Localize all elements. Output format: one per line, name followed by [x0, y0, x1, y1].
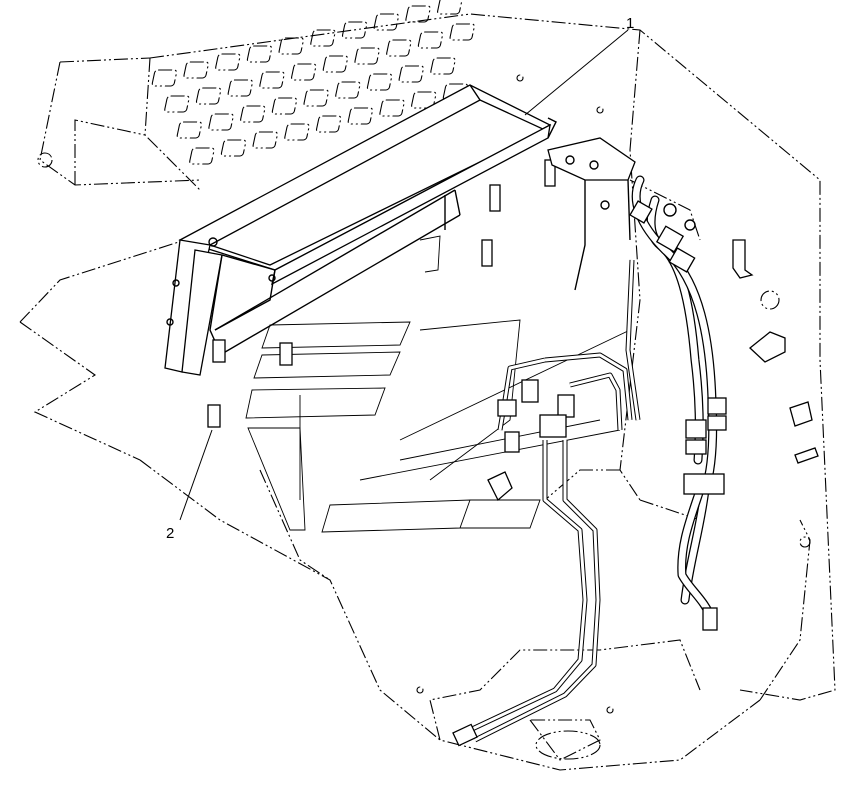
grille-slot	[151, 69, 178, 87]
grille-slot	[284, 123, 310, 141]
grille-slot	[189, 147, 215, 165]
grille-slot	[183, 61, 209, 79]
grille-slot	[411, 91, 437, 109]
callout-1: 1	[626, 15, 634, 32]
grille-slot	[278, 37, 304, 55]
grille-slot	[341, 21, 368, 39]
leader-line-2	[179, 429, 213, 521]
grille-slot	[417, 31, 444, 49]
grille-slot	[442, 83, 469, 101]
grille-slot	[259, 71, 285, 89]
grille-slot	[430, 57, 456, 75]
grille-slot	[315, 115, 342, 133]
grille-slot	[386, 39, 412, 57]
grille-slot	[303, 89, 329, 107]
grille-slot	[373, 13, 400, 31]
grille-slot	[240, 105, 266, 123]
grille-slot	[347, 107, 374, 125]
grille-slot	[291, 63, 317, 81]
grille-slot	[354, 47, 380, 65]
grille-slot	[176, 121, 203, 139]
machine-body-outline	[19, 13, 836, 771]
grille-slot	[246, 45, 273, 63]
rear-grille-outline	[151, 0, 475, 165]
cooler-bracket	[547, 137, 819, 464]
grille-slot	[437, 0, 463, 15]
grille-slot	[220, 139, 247, 157]
callout-2: 2	[166, 525, 174, 542]
grille-slot	[271, 97, 298, 115]
grille-slot	[335, 81, 361, 99]
leader-line-1	[524, 29, 629, 116]
grille-slot	[164, 95, 190, 113]
grille-slot	[310, 29, 336, 47]
grille-slot	[405, 5, 431, 23]
callouts: 1 2	[166, 15, 634, 542]
hydraulic-hoses	[629, 175, 727, 631]
grille-slot	[366, 73, 393, 91]
grille-slot	[449, 23, 475, 41]
grille-slot	[215, 53, 241, 71]
hydraulic-tubes	[452, 259, 641, 747]
grille-slot	[379, 99, 405, 117]
grille-slot	[322, 55, 349, 73]
grille-slot	[195, 87, 222, 105]
grille-slot	[227, 79, 253, 97]
grille-slot	[398, 65, 424, 83]
panel-graphic-outline	[245, 319, 631, 533]
grille-slot	[208, 113, 234, 131]
grille-slot	[252, 131, 278, 149]
oil-cooler	[164, 84, 557, 428]
